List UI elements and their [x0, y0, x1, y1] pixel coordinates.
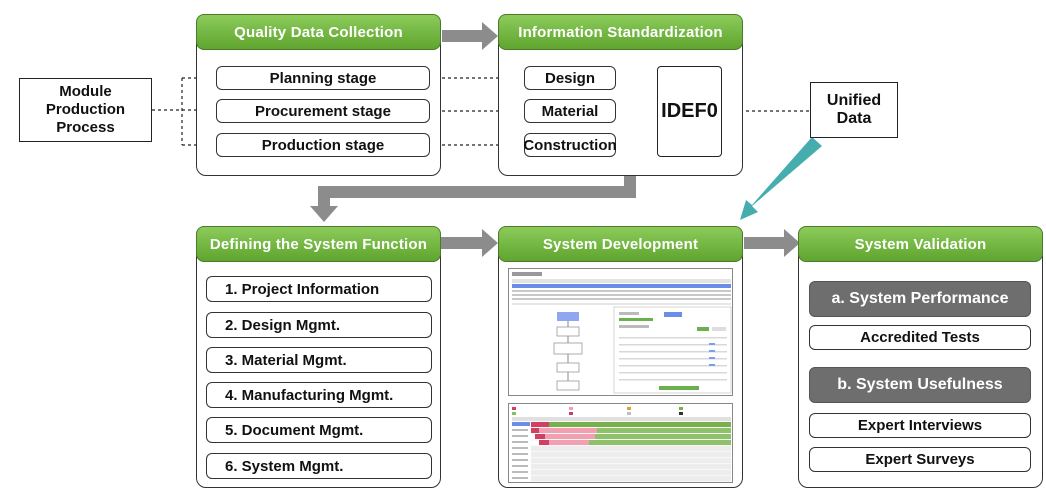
construction-box: Construction: [523, 133, 617, 157]
arrow-development-to-validation: [744, 229, 800, 257]
system-performance-box: a. System Performance: [809, 281, 1031, 317]
function-item-design-mgmt: 2. Design Mgmt.: [206, 312, 432, 338]
system-screenshot-gantt: [508, 403, 733, 483]
workflow-screenshot-drawing: [509, 269, 732, 395]
system-validation-header: System Validation: [798, 226, 1043, 262]
accredited-tests-box: Accredited Tests: [809, 325, 1031, 350]
production-stage-box: Production stage: [216, 133, 430, 157]
system-usefulness-box: b. System Usefulness: [809, 367, 1031, 403]
gantt-screenshot-drawing: [509, 404, 732, 482]
system-function-header: Defining the System Function: [196, 226, 441, 262]
arrow-function-to-development: [441, 229, 498, 257]
idef0-box: IDEF0: [657, 66, 722, 157]
function-item-project-information: 1. Project Information: [206, 276, 432, 302]
planning-stage-box: Planning stage: [216, 66, 430, 90]
design-box: Design: [524, 66, 616, 90]
arrow-unified-to-development: [740, 137, 822, 220]
expert-interviews-box: Expert Interviews: [809, 413, 1031, 438]
system-development-header: System Development: [498, 226, 743, 262]
information-standardization-header: Information Standardization: [498, 14, 743, 50]
function-item-manufacturing-mgmt: 4. Manufacturing Mgmt.: [206, 382, 432, 408]
arrow-collection-to-standardization: [442, 22, 498, 50]
arrow-standardization-to-function: [310, 175, 636, 222]
function-item-system-mgmt: 6. System Mgmt.: [206, 453, 432, 479]
system-validation-panel: [798, 226, 1043, 488]
procurement-stage-box: Procurement stage: [216, 99, 430, 123]
unified-data-box: Unified Data: [810, 82, 898, 138]
function-item-document-mgmt: 5. Document Mgmt.: [206, 417, 432, 443]
function-item-material-mgmt: 3. Material Mgmt.: [206, 347, 432, 373]
expert-surveys-box: Expert Surveys: [809, 447, 1031, 472]
system-screenshot-workflow: [508, 268, 733, 396]
quality-data-collection-header: Quality Data Collection: [196, 14, 441, 50]
material-box: Material: [524, 99, 616, 123]
module-production-process-box: Module Production Process: [19, 78, 152, 142]
